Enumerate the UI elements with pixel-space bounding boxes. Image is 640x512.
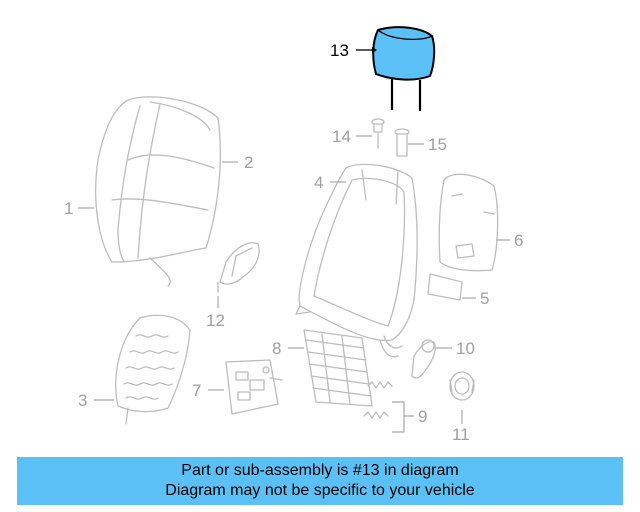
banner-line-disclaimer: Diagram may not be specific to your vehi… [165,482,475,499]
part-12-trim[interactable] [217,242,260,293]
part-6-back-panel[interactable] [438,173,499,272]
callout-15: 15 [428,135,447,154]
callout-2: 2 [244,153,253,172]
leader-13-arrow [372,47,377,53]
callout-14: 14 [332,127,351,146]
callout-10: 10 [456,339,475,358]
banner-line-part: Part or sub-assembly is #13 in diagram [181,462,459,479]
part-14-bolt[interactable] [371,118,385,149]
part-4-seat-back-frame[interactable] [295,163,418,358]
callout-9: 9 [418,407,427,426]
callout-6: 6 [514,231,523,250]
part-15-bushing[interactable] [394,128,410,157]
part-8-suspension-mat[interactable] [303,329,373,407]
callout-11: 11 [452,425,470,444]
part-11-knob[interactable] [449,371,475,401]
callout-3: 3 [78,391,87,410]
part-13-headrest[interactable] [372,26,436,111]
callout-1: 1 [64,199,73,218]
part-3-seat-pad[interactable] [115,314,191,425]
leader-9 [392,401,414,433]
callout-4: 4 [314,173,323,192]
part-7-lumbar-mechanism[interactable] [225,359,283,415]
callout-13: 13 [330,41,349,60]
part-10-recliner-handle[interactable] [411,339,436,379]
part-1-seat-back-cover[interactable] [95,96,221,287]
part-5-label[interactable] [427,273,463,301]
seat-parts-diagram: 13 1 2 3 4 5 6 7 8 9 10 11 12 14 15 [64,26,523,444]
callout-7: 7 [192,381,201,400]
callout-5: 5 [480,289,489,308]
info-banner: Part or sub-assembly is #13 in diagram D… [17,457,623,505]
callout-8: 8 [272,339,281,358]
part-9-springs[interactable] [363,381,393,419]
callout-12: 12 [206,311,225,330]
